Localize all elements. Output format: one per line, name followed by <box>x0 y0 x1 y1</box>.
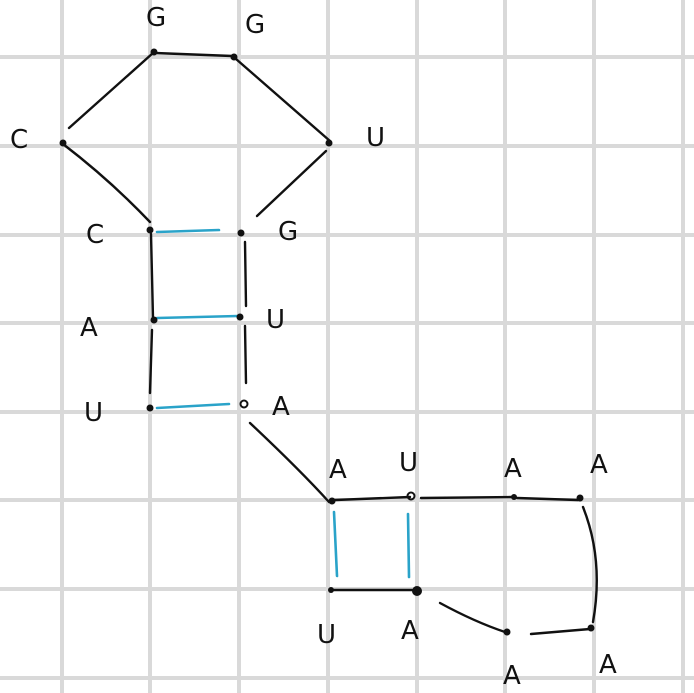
label-a-bot2: A <box>503 661 521 691</box>
pair-a-u-lower <box>332 510 339 578</box>
dot-a-low <box>239 399 249 409</box>
nucleotide-dots <box>59 48 595 636</box>
backbone-top-row <box>333 495 580 502</box>
label-a-mid: A <box>80 313 98 343</box>
pair-a-u <box>155 314 240 320</box>
label-c-loop: C <box>10 125 28 155</box>
pair-c-g <box>155 228 221 234</box>
dot-a-bot <box>412 586 422 596</box>
label-a-bot: A <box>401 616 419 646</box>
backbone-right-curve <box>581 505 598 624</box>
dot-a-bot2 <box>503 628 511 636</box>
label-u-top: U <box>399 448 418 478</box>
dot-c-loop <box>59 139 67 147</box>
nucleotide-labels: G G C U C G A U U A A U A A U A A A <box>10 3 617 691</box>
label-g-stem: G <box>278 217 298 247</box>
dot-u-low <box>146 404 154 412</box>
backbone-lines <box>61 51 598 636</box>
label-a-bot3: A <box>599 650 617 680</box>
backbone-bottom-diag <box>438 601 507 634</box>
pair-u-a <box>155 402 231 410</box>
backbone-g2-u <box>234 57 332 143</box>
label-u-bot: U <box>317 620 336 650</box>
label-u-loop: U <box>366 123 385 153</box>
dot-a-top1 <box>328 497 336 505</box>
label-a-top1: A <box>329 455 347 485</box>
label-c-stem: C <box>86 220 104 250</box>
dot-g1 <box>150 48 158 56</box>
label-a-top3: A <box>590 450 608 480</box>
label-a-top2: A <box>504 454 522 484</box>
dot-c-stem <box>146 226 154 234</box>
backbone-u-gstem <box>255 149 328 218</box>
dot-u-bot <box>328 587 334 593</box>
backbone-g1-g2 <box>153 51 234 58</box>
backbone-bottom-right <box>529 627 592 636</box>
dot-a-top3 <box>576 494 584 502</box>
base-pairs <box>155 228 411 579</box>
dot-a-bot3 <box>587 624 595 632</box>
dot-g2 <box>230 53 238 61</box>
backbone-g1-c <box>67 51 155 130</box>
dot-u-loop <box>325 139 333 147</box>
dot-g-stem <box>237 229 245 237</box>
label-u-mid: U <box>266 305 285 335</box>
backbone-left-stem <box>148 232 155 395</box>
label-a-low: A <box>272 392 290 422</box>
dot-u-top <box>406 491 416 501</box>
label-g2: G <box>245 10 265 40</box>
dot-u-mid <box>236 313 244 321</box>
label-g1: G <box>146 3 166 33</box>
pair-u-a-lower <box>406 512 411 579</box>
label-u-low: U <box>84 398 103 428</box>
backbone-right-stem <box>243 240 248 385</box>
dot-a-top2 <box>511 494 517 500</box>
backbone-link <box>248 421 331 504</box>
backbone-c-cstem <box>61 142 152 224</box>
dot-a-mid <box>150 316 158 324</box>
